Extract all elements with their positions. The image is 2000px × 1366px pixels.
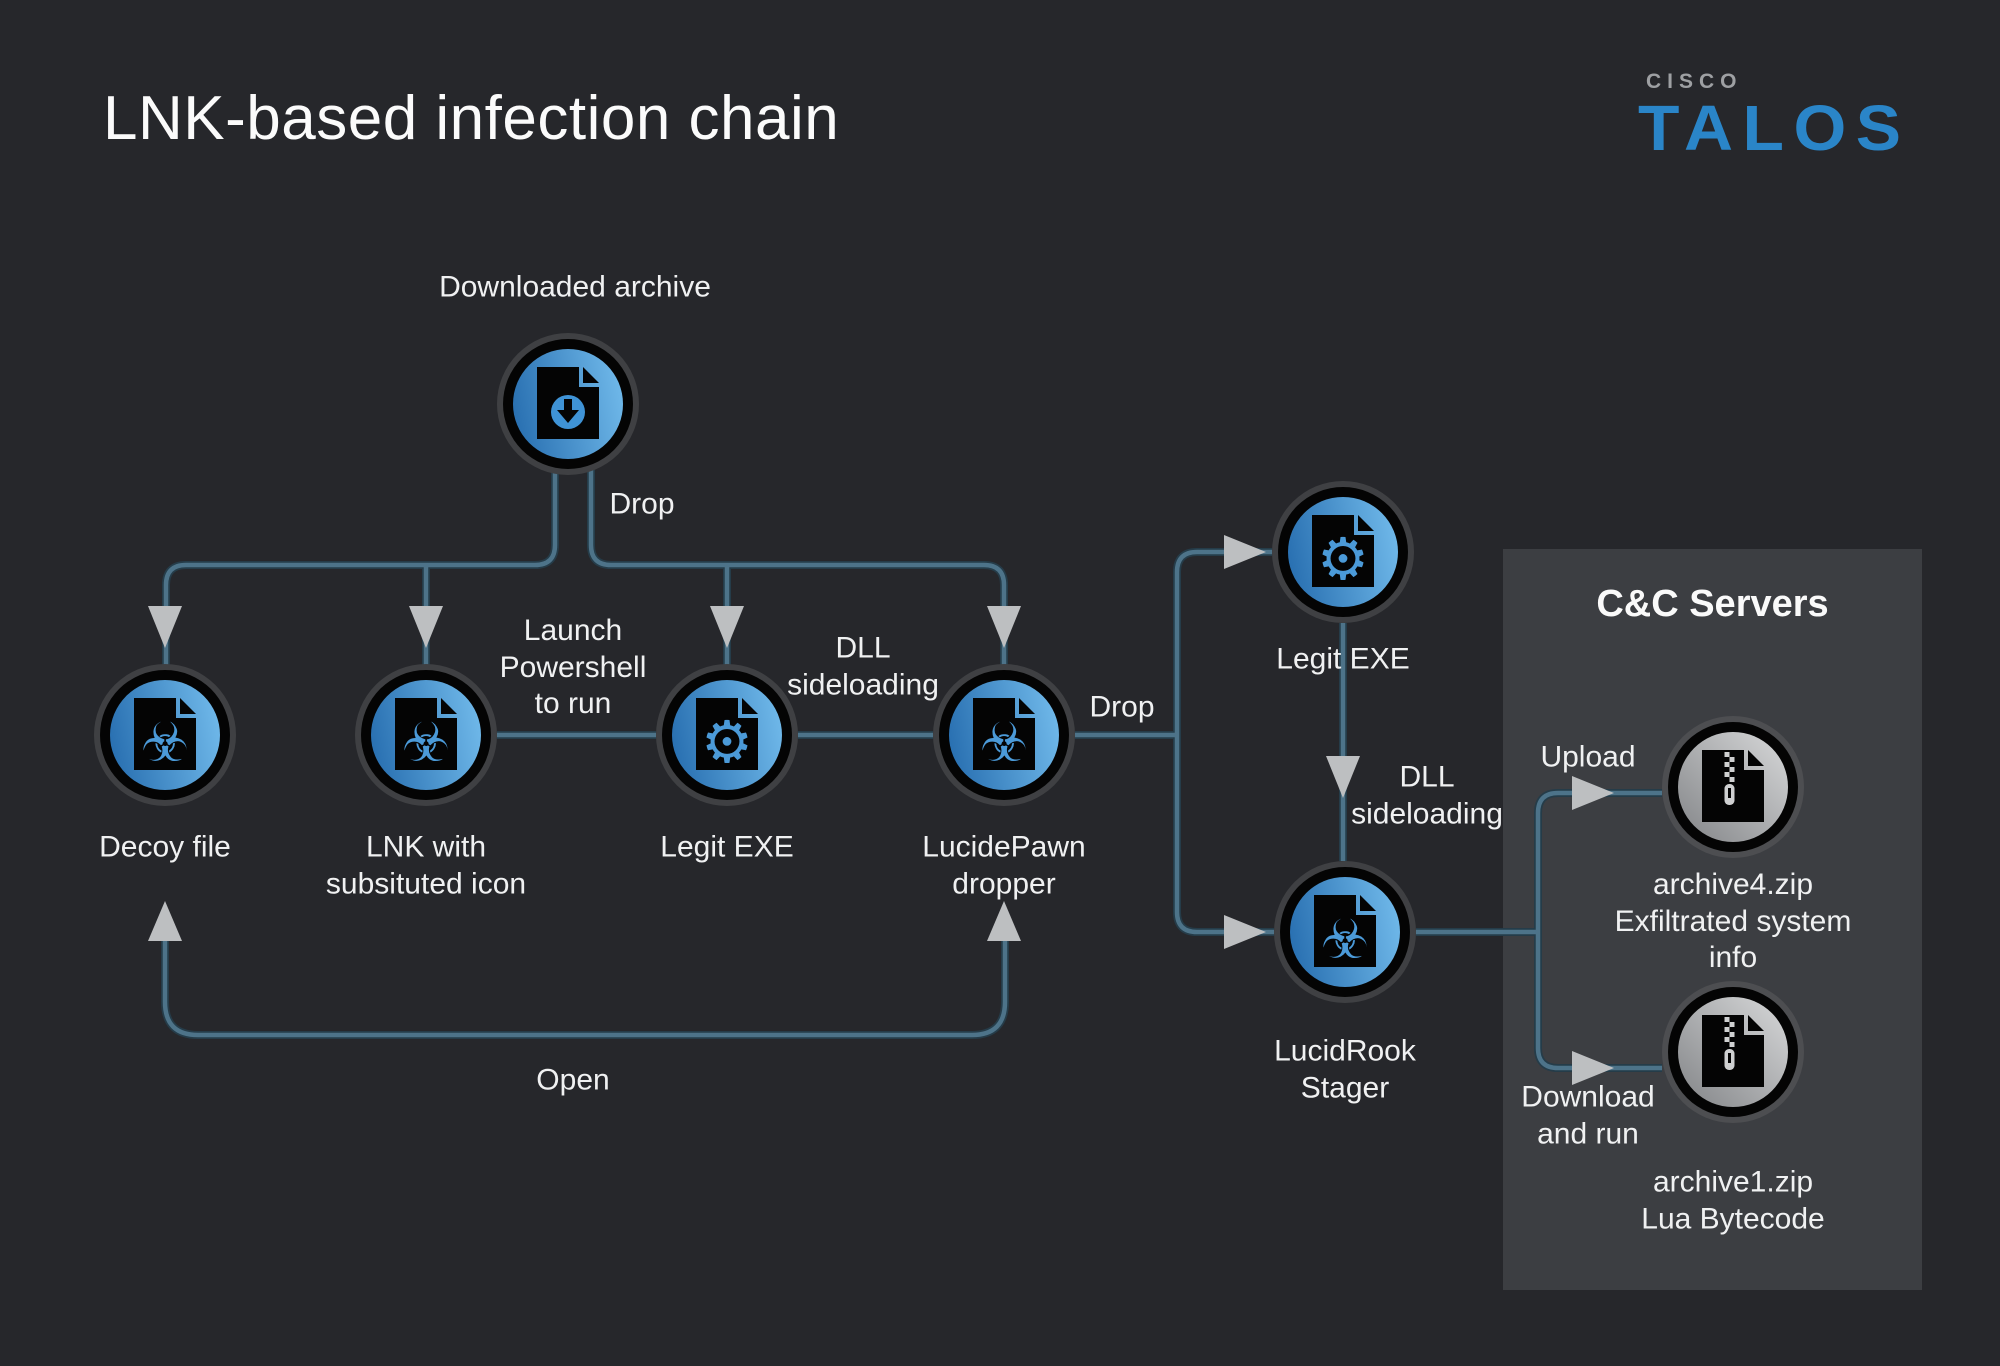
edge-label-dll-sideloading-row: DLL sideloading	[787, 631, 939, 701]
edge-label-upload: Upload	[1540, 740, 1636, 774]
label-lnk: LNK with subsituted icon	[325, 830, 527, 900]
page-title: LNK-based infection chain	[103, 84, 840, 153]
cc-servers-panel: C&C Servers	[1503, 549, 1922, 1290]
node-legit-exe-top	[1268, 477, 1418, 627]
edge-label-dll-sideloading-right: DLL sideloading	[1351, 760, 1503, 830]
arrow-right-upload	[1572, 776, 1614, 810]
edge-label-drop-archive: Drop	[609, 487, 675, 521]
biohazard-file-icon	[1274, 861, 1416, 1003]
download-file-icon	[497, 333, 639, 475]
gear-file-icon	[656, 664, 798, 806]
label-legit-exe-row: Legit EXE	[660, 830, 794, 864]
node-lucidrook-stager	[1270, 857, 1420, 1007]
node-lucidepawn-dropper	[929, 660, 1079, 810]
edge-label-launch-powershell: Launch Powershell to run	[499, 614, 647, 721]
edge-label-drop-lucidepawn: Drop	[1089, 690, 1155, 724]
arrow-right-legit-exe-top	[1224, 535, 1266, 569]
arrow-right-lucidrook	[1224, 915, 1266, 949]
talos-wordmark: TALOS	[1638, 92, 1911, 164]
arrow-right-download	[1572, 1051, 1614, 1085]
cisco-talos-logo: CISCO TALOS	[1638, 70, 1901, 160]
gear-file-icon	[1272, 481, 1414, 623]
node-downloaded-archive	[493, 329, 643, 479]
label-downloaded-archive: Downloaded archive	[439, 270, 711, 304]
label-archive4-zip: archive4.zip Exfiltrated system info	[1614, 868, 1852, 975]
biohazard-file-icon	[355, 664, 497, 806]
edge-label-download-and-run: Download and run	[1521, 1080, 1655, 1150]
label-archive1-zip: archive1.zip Lua Bytecode	[1641, 1165, 1825, 1235]
arrow-down-decoy	[148, 606, 182, 648]
zip-file-icon	[1662, 981, 1804, 1123]
flow-arrowheads	[148, 535, 1614, 1085]
node-decoy-file	[90, 660, 240, 810]
arrow-down-lucidepawn	[987, 606, 1021, 648]
arrow-down-dll-sideloading	[1326, 756, 1360, 798]
node-archive1-zip	[1658, 977, 1808, 1127]
zip-file-icon	[1662, 716, 1804, 858]
biohazard-file-icon	[933, 664, 1075, 806]
label-lucidepawn-dropper: LucidePawn dropper	[922, 830, 1086, 900]
node-legit-exe-row	[652, 660, 802, 810]
label-legit-exe-top: Legit EXE	[1276, 642, 1410, 676]
arrow-up-open-lucidepawn	[987, 901, 1021, 941]
edge-label-open: Open	[536, 1063, 610, 1097]
cisco-wordmark: CISCO	[1646, 70, 1743, 93]
biohazard-file-icon	[94, 664, 236, 806]
cc-servers-title: C&C Servers	[1596, 583, 1829, 625]
arrow-up-open-decoy	[148, 901, 182, 941]
label-decoy-file: Decoy file	[99, 830, 231, 864]
arrow-down-lnk	[409, 606, 443, 648]
arrow-down-legit-exe	[710, 606, 744, 648]
label-lucidrook-stager: LucidRook Stager	[1274, 1034, 1416, 1104]
node-archive4-zip	[1658, 712, 1808, 862]
node-lnk	[351, 660, 501, 810]
